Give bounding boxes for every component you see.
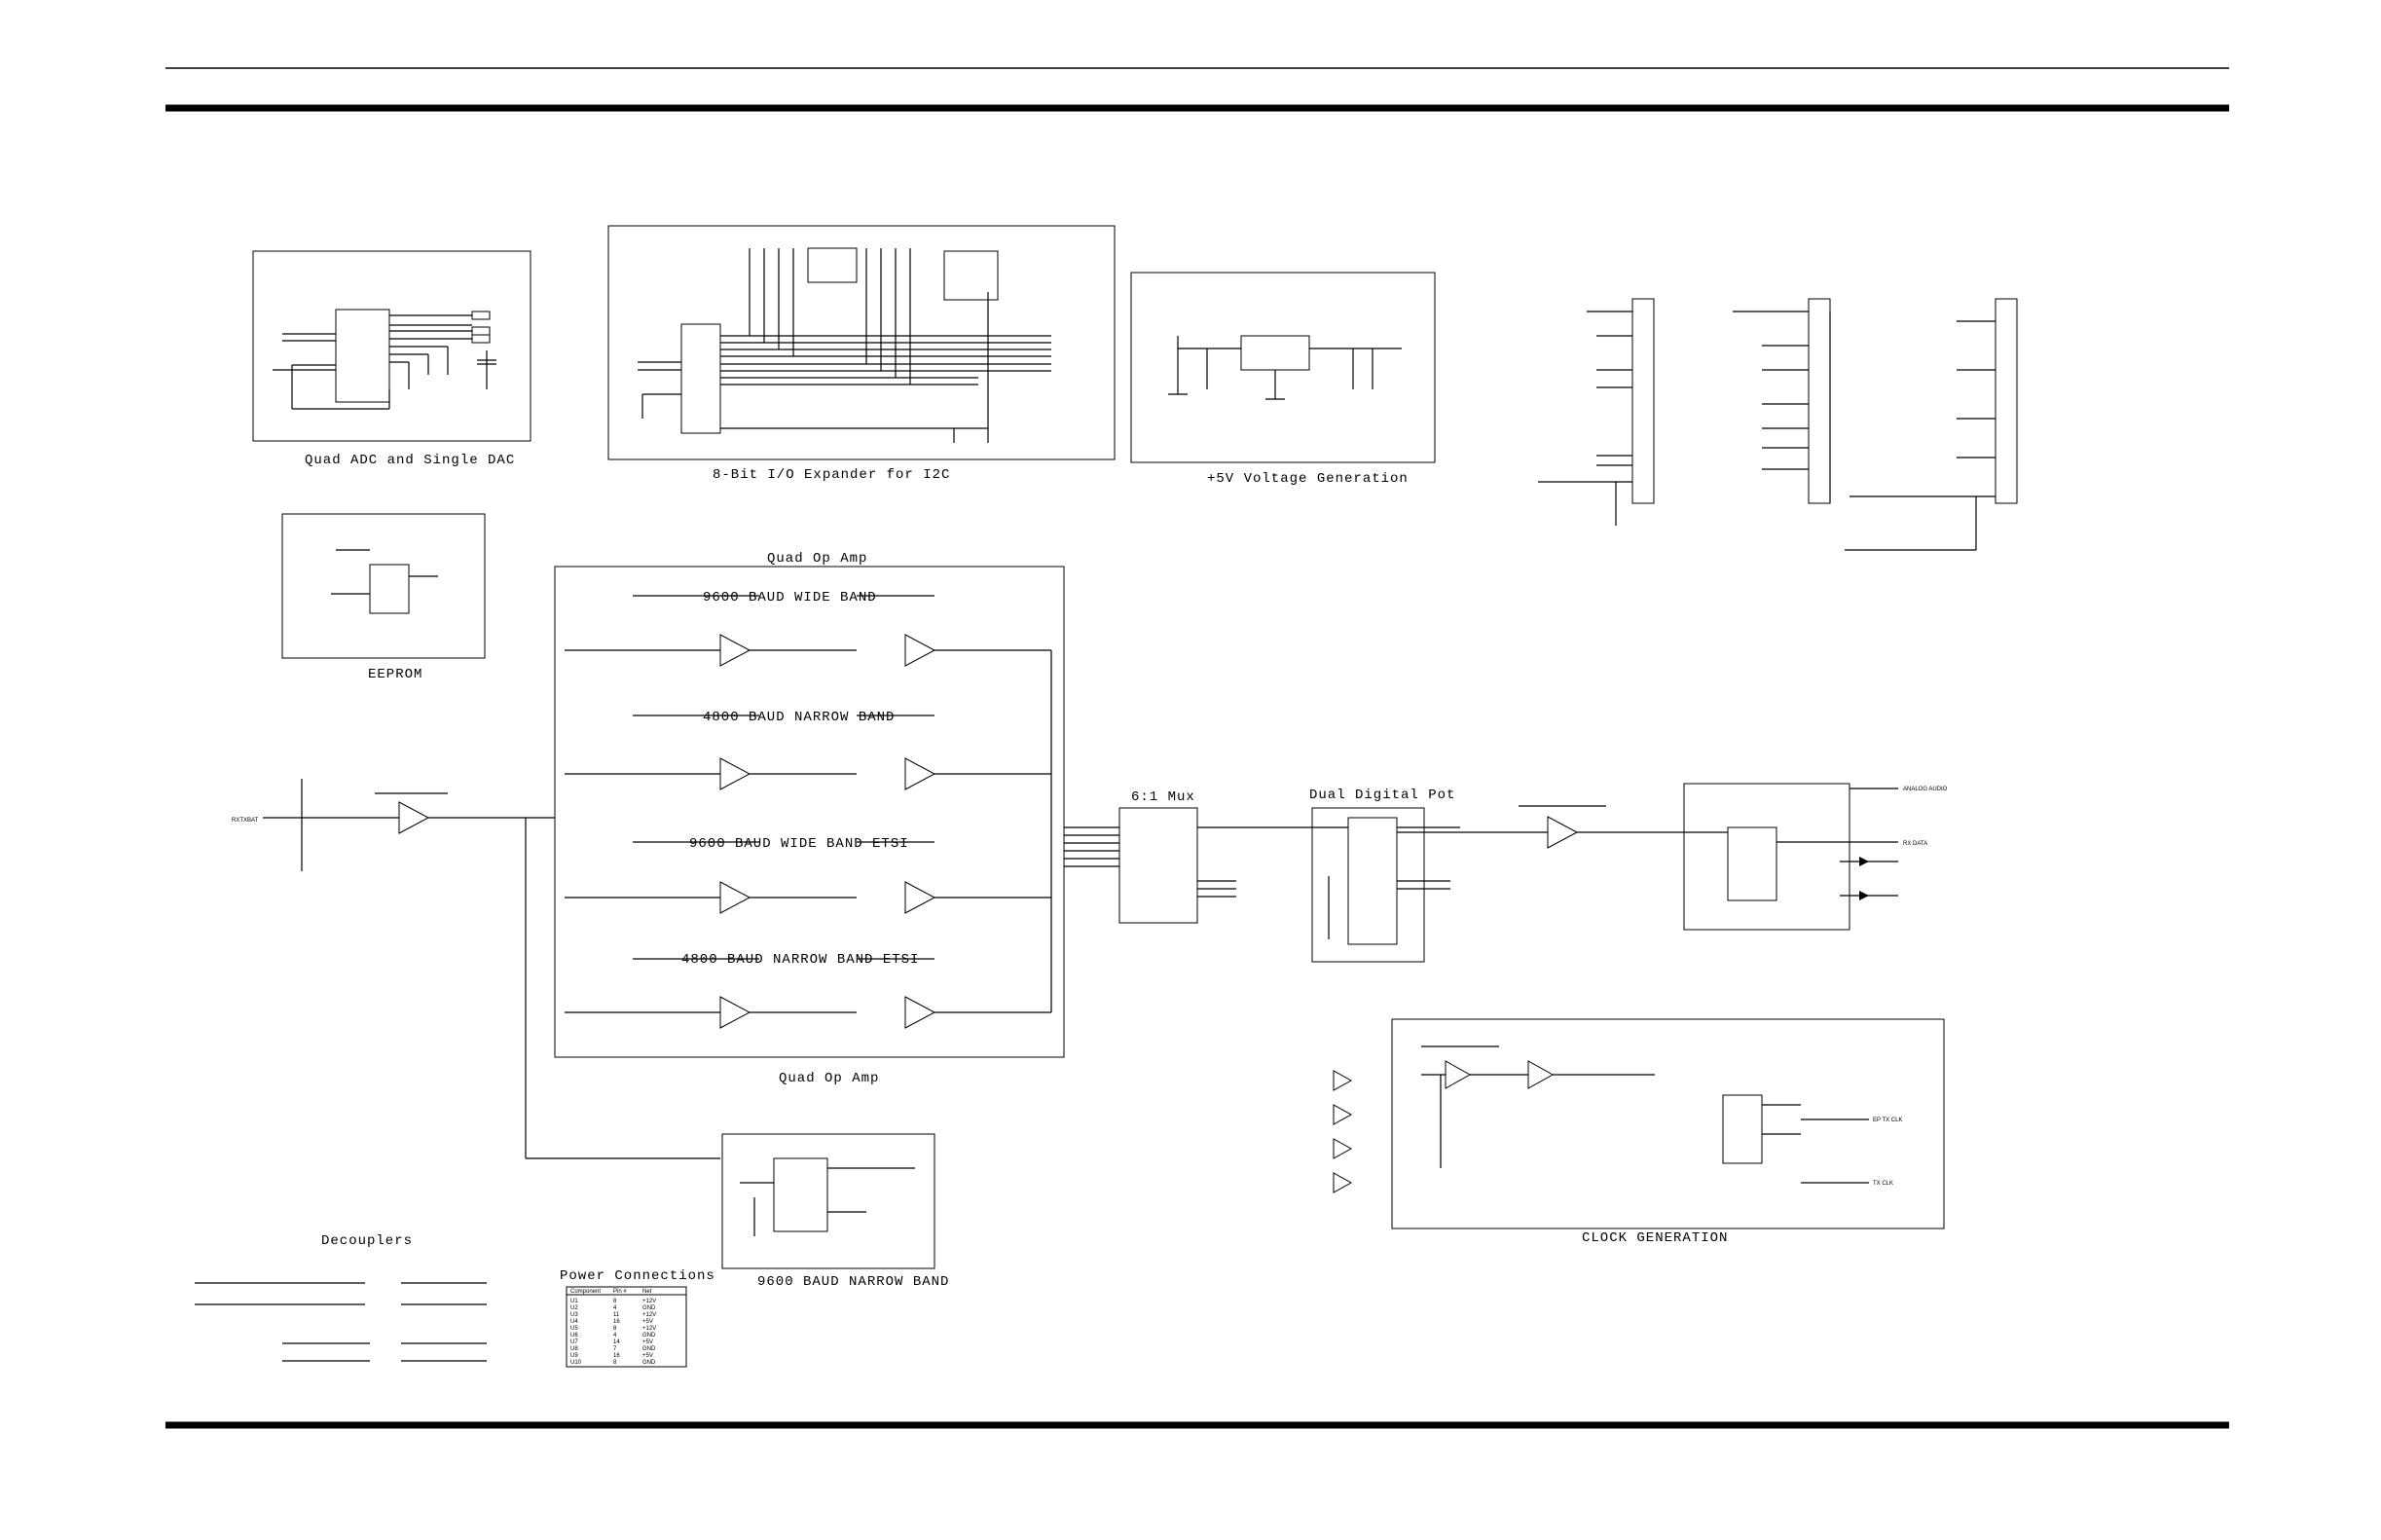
analog-audio-label: ANALOG AUDIO	[1903, 787, 1948, 792]
connector-headers	[1538, 298, 2018, 551]
power-table-cell: U3	[570, 1312, 578, 1318]
power-table-cell: U10	[570, 1360, 582, 1366]
power-table-cell: +5V	[642, 1319, 653, 1325]
f9600-narrow-block	[721, 1133, 935, 1269]
rx-data-label: RX DATA	[1903, 841, 1927, 847]
power-table-cell: GND	[642, 1346, 656, 1352]
decouplers-title: Decouplers	[321, 1233, 413, 1249]
quad-adc-title: Quad ADC and Single DAC	[305, 453, 515, 468]
io-expander-block	[607, 225, 1116, 460]
mux-block	[1064, 807, 1460, 924]
quad-op-amp-block	[554, 566, 1065, 1058]
mux-title: 6:1 Mux	[1131, 789, 1195, 805]
quad-op-amp-title-top: Quad Op Amp	[767, 551, 867, 567]
power-table-cell: 8	[613, 1299, 617, 1304]
filter-9600-wide-title: 9600 BAUD WIDE BAND	[703, 590, 877, 605]
f9600-narrow-title: 9600 BAUD NARROW BAND	[757, 1274, 949, 1290]
filter-4800-narrow-title: 4800 BAUD NARROW BAND	[703, 710, 895, 725]
power-table-cell: U2	[570, 1305, 578, 1311]
quad-adc-block	[252, 250, 531, 442]
power-table-cell: U1	[570, 1299, 578, 1304]
filter-9600-wide-etsi-title: 9600 BAUD WIDE BAND ETSI	[689, 836, 909, 852]
power-table-cell: GND	[642, 1360, 656, 1366]
power-table-cell: U8	[570, 1346, 578, 1352]
ep-tx-clk-label: EP TX CLK	[1873, 1118, 1902, 1123]
power-table-cell: +12V	[642, 1312, 656, 1318]
v5-gen-block	[1130, 272, 1436, 463]
power-table-cell: U5	[570, 1326, 578, 1332]
power-table-cell: 11	[613, 1312, 620, 1318]
clock-block	[1333, 1018, 1945, 1229]
filter-4800-narrow-etsi-title: 4800 BAUD NARROW BAND ETSI	[681, 952, 919, 968]
eeprom-title: EEPROM	[368, 667, 422, 682]
power-table-cell: 7	[613, 1346, 617, 1352]
power-table-cell: 4	[613, 1305, 617, 1311]
power-table-cell: +12V	[642, 1299, 656, 1304]
input-stage	[263, 779, 720, 1159]
power-table-cell: 4	[613, 1333, 617, 1338]
io-expander-title: 8-Bit I/O Expander for I2C	[713, 467, 950, 483]
pot-block	[1311, 807, 1489, 963]
power-table-cell: 8	[613, 1360, 617, 1366]
tx-clk-label: TX CLK	[1873, 1181, 1893, 1187]
clock-title: CLOCK GENERATION	[1582, 1230, 1728, 1246]
decouplers-block	[195, 1282, 487, 1362]
pot-title: Dual Digital Pot	[1309, 788, 1455, 803]
power-table-cell: GND	[642, 1333, 656, 1338]
power-table-cell: +5V	[642, 1339, 653, 1345]
power-table-cell: 16	[613, 1319, 620, 1325]
output-stage	[1489, 783, 1898, 931]
power-table-cell: GND	[642, 1305, 656, 1311]
power-table-header: Net	[642, 1289, 652, 1295]
eeprom-block	[281, 513, 486, 659]
power-table-cell: 14	[613, 1339, 620, 1345]
power-table-header: Pin #	[613, 1289, 627, 1295]
power-table-cell: 16	[613, 1353, 620, 1359]
power-table-cell: U7	[570, 1339, 578, 1345]
power-table-cell: +12V	[642, 1326, 656, 1332]
power-table-cell: U6	[570, 1333, 578, 1338]
v5-gen-title: +5V Voltage Generation	[1207, 471, 1409, 487]
quad-op-amp-title-bottom: Quad Op Amp	[779, 1071, 879, 1086]
power-table-cell: U9	[570, 1353, 578, 1359]
power-title: Power Connections	[560, 1268, 715, 1284]
input-label: RXTXBAT	[232, 818, 259, 824]
power-table-cell: 8	[613, 1326, 617, 1332]
power-table-cell: +5V	[642, 1353, 653, 1359]
power-table-header: Component	[570, 1289, 601, 1295]
power-table-cell: U4	[570, 1319, 578, 1325]
